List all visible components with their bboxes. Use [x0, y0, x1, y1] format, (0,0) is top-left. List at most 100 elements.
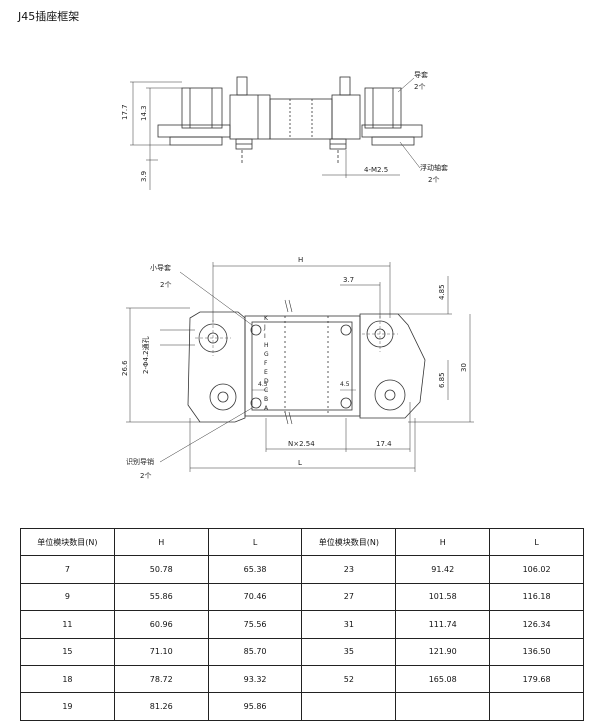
table-cell: 81.26 — [113, 692, 209, 721]
label-id-pin-qty: 2个 — [140, 472, 151, 480]
table-cell: 70.46 — [207, 582, 303, 612]
dim-26-6: 26.6 — [121, 360, 129, 376]
left-end-block — [187, 311, 246, 423]
dim-L: L — [298, 459, 302, 467]
table-cell: 35 — [301, 637, 397, 666]
table-header-cell: 单位模块数目(N) — [20, 527, 115, 557]
table-cell: 9 — [20, 582, 115, 612]
table-cell — [489, 692, 584, 721]
table-cell: 93.32 — [207, 664, 303, 694]
table-row: 7 50.78 65.38 23 91.42 106.02 — [20, 555, 584, 584]
table-cell: 7 — [20, 555, 115, 584]
dim-6-85: 6.85 — [438, 372, 446, 388]
table-row: 11 60.96 75.56 31 111.74 126.34 — [20, 610, 584, 639]
letter-a: A — [264, 405, 269, 412]
label-floating-bushing-qty: 2个 — [428, 176, 439, 184]
small-guide-left — [250, 324, 262, 336]
table-row: 15 71.10 85.70 35 121.90 136.50 — [20, 637, 584, 666]
table-cell: 52 — [301, 664, 397, 694]
dim-screw: 4-M2.5 — [364, 166, 388, 174]
left-guide-sleeve — [181, 87, 223, 129]
label-guide-sleeve-qty: 2个 — [414, 83, 425, 91]
table-header-cell: L — [489, 527, 584, 557]
table-cell: 31 — [301, 610, 397, 639]
dim-4-5-left: 4.5 — [258, 381, 268, 388]
table-row: 9 55.86 70.46 27 101.58 116.18 — [20, 582, 584, 612]
letter-g: G — [264, 351, 269, 358]
table-header-cell: H — [113, 527, 209, 557]
table-header-cell: 单位模块数目(N) — [301, 527, 397, 557]
letter-c: C — [264, 387, 268, 394]
mount-hole-right-bottom — [374, 379, 406, 411]
id-pin-left — [250, 397, 262, 409]
right-guide-sleeve — [364, 87, 402, 129]
dim-3-9: 3.9 — [140, 171, 148, 182]
table-cell: 55.86 — [113, 582, 209, 612]
page-title: J45插座框架 — [18, 10, 80, 23]
label-floating-bushing: 浮动轴套 — [420, 163, 448, 172]
right-end-block — [359, 313, 426, 419]
dim-pitch: N×2.54 — [288, 440, 315, 448]
table-cell: 75.56 — [207, 610, 303, 639]
middle-bar — [269, 98, 333, 140]
table-cell: 11 — [20, 610, 115, 639]
label-id-pin: 识别导销 — [126, 457, 154, 466]
letter-d: D — [264, 378, 269, 385]
table-cell — [301, 692, 397, 721]
label-small-guide: 小导套 — [150, 263, 171, 272]
mount-hole-left-bottom — [209, 383, 237, 411]
letter-i: I — [264, 333, 266, 340]
table-cell: 23 — [301, 555, 397, 584]
table-cell: 179.68 — [489, 664, 584, 694]
module-area — [244, 315, 361, 417]
dim-holes: 2-Φ4.2通孔 — [141, 336, 150, 374]
dimension-table: 单位模块数目(N) H L 单位模块数目(N) H L 7 50.78 65.3… — [20, 527, 584, 721]
table-cell: 15 — [20, 637, 115, 666]
table-header-cell: H — [395, 527, 491, 557]
small-guide-right — [340, 324, 352, 336]
table-cell: 78.72 — [113, 664, 209, 694]
table-cell: 95.86 — [207, 692, 303, 721]
table-cell: 126.34 — [489, 610, 584, 639]
left-end-plate — [157, 124, 231, 138]
table-cell: 136.50 — [489, 637, 584, 666]
table-header-cell: L — [207, 527, 303, 557]
letter-j: J — [263, 324, 266, 331]
label-small-guide-qty: 2个 — [160, 281, 171, 289]
table-cell: 91.42 — [395, 555, 491, 584]
table-cell: 121.90 — [395, 637, 491, 666]
table-cell: 18 — [20, 664, 115, 694]
right-module-block — [331, 94, 361, 140]
dim-17-7: 17.7 — [121, 104, 129, 120]
letter-h: H — [264, 342, 269, 349]
table-cell: 71.10 — [113, 637, 209, 666]
dim-14-3: 14.3 — [140, 105, 148, 121]
table-row: 18 78.72 93.32 52 165.08 179.68 — [20, 664, 584, 694]
dim-3-7: 3.7 — [343, 276, 354, 284]
table-cell: 106.02 — [489, 555, 584, 584]
right-end-plate — [361, 124, 423, 138]
table-header-row: 单位模块数目(N) H L 单位模块数目(N) H L — [20, 527, 584, 557]
label-guide-sleeve: 导套 — [414, 70, 428, 79]
table-cell: 85.70 — [207, 637, 303, 666]
dim-4-5-right: 4.5 — [340, 381, 350, 388]
side-view — [130, 76, 423, 190]
dim-4-85: 4.85 — [438, 284, 446, 300]
id-pin-right — [340, 397, 352, 409]
table-cell: 50.78 — [113, 555, 209, 584]
table-cell — [395, 692, 491, 721]
table-row: 19 81.26 95.86 — [20, 692, 584, 721]
table-cell: 65.38 — [207, 555, 303, 584]
technical-drawing: 导套 2个 浮动轴套 2个 4-M2.5 17.7 14.3 3.9 小导套 2… — [121, 70, 474, 480]
table-cell: 19 — [20, 692, 115, 721]
table-cell: 165.08 — [395, 664, 491, 694]
top-view — [126, 262, 474, 472]
dim-30: 30 — [460, 363, 468, 372]
dim-H: H — [298, 256, 303, 264]
letter-e: E — [264, 369, 268, 376]
left-module-block — [229, 94, 271, 140]
table-cell: 116.18 — [489, 582, 584, 612]
table-cell: 101.58 — [395, 582, 491, 612]
letter-b: B — [264, 396, 268, 403]
letter-f: F — [264, 360, 268, 367]
